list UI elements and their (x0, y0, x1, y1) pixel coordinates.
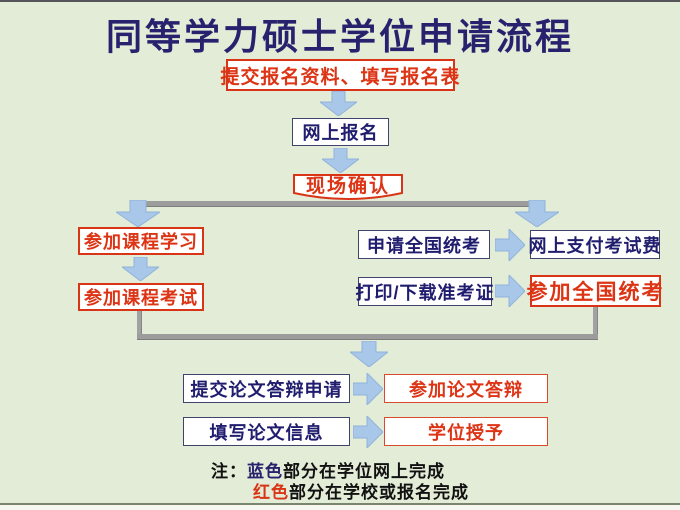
course-exam-label: 参加课程考试 (84, 288, 198, 308)
apply-national-exam-box: 申请全国统考 (358, 230, 490, 259)
onsite-confirmation-label: 现场确认 (305, 176, 390, 197)
merge-down-arrow-icon (348, 340, 390, 368)
legend-note: 注：蓝色部分在学位网上完成 红色部分在学校或报名完成 (211, 461, 469, 503)
submit-materials-label: 提交报名资料、填写报名表 (220, 66, 461, 88)
right-arrow-icon (494, 273, 526, 309)
online-registration-box: 网上报名 (292, 118, 389, 146)
page-title: 同等学力硕士学位申请流程 (105, 16, 574, 57)
take-national-exam-box: 参加全国统考 (527, 275, 663, 307)
right-arrow-icon (352, 371, 384, 407)
submit-materials-box: 提交报名资料、填写报名表 (221, 59, 460, 91)
pay-exam-fee-box: 网上支付考试费 (528, 230, 662, 259)
down-arrow-icon (318, 90, 359, 117)
right-arrow-icon (352, 414, 384, 450)
course-exam-box: 参加课程考试 (78, 283, 204, 311)
wavy-box-shape (293, 174, 403, 200)
red-label: 红色 (253, 483, 289, 502)
right-merge-line (593, 307, 598, 335)
submit-defense-application-box: 提交论文答辩申请 (183, 374, 350, 403)
split-left-down-arrow-icon (114, 199, 162, 228)
apply-national-exam-label: 申请全国统考 (367, 235, 481, 256)
degree-conferral-label: 学位授予 (428, 422, 504, 443)
split-right-down-arrow-icon (513, 199, 561, 228)
legend-line-red: 红色部分在学校或报名完成 (211, 482, 469, 503)
down-arrow-icon (120, 256, 161, 282)
fill-thesis-info-label: 填写论文信息 (209, 422, 324, 443)
degree-conferral-box: 学位授予 (384, 417, 548, 446)
attend-thesis-defense-box: 参加论文答辩 (384, 374, 548, 403)
down-arrow-icon (320, 147, 361, 174)
legend-line-blue: 注：蓝色部分在学位网上完成 (211, 461, 469, 482)
take-national-exam-label: 参加全国统考 (526, 281, 665, 304)
red-line-text: 部分在学校或报名完成 (289, 483, 469, 502)
fill-thesis-info-box: 填写论文信息 (183, 417, 350, 446)
split-connector-bar (138, 201, 538, 207)
course-study-label: 参加课程学习 (84, 232, 198, 252)
submit-defense-application-label: 提交论文答辩申请 (190, 379, 343, 400)
course-study-box: 参加课程学习 (78, 227, 204, 255)
merge-connector-bar (137, 334, 598, 340)
note-prefix: 注： (211, 462, 247, 481)
right-arrow-icon (494, 227, 526, 263)
blue-label: 蓝色 (247, 462, 283, 481)
print-admission-ticket-label: 打印/下载准考证 (355, 282, 495, 303)
left-merge-line (137, 311, 142, 335)
onsite-confirmation-box: 现场确认 (291, 173, 405, 207)
attend-thesis-defense-label: 参加论文答辩 (409, 379, 523, 400)
pay-exam-fee-label: 网上支付考试费 (528, 235, 662, 256)
online-registration-label: 网上报名 (302, 123, 379, 143)
print-admission-ticket-box: 打印/下载准考证 (355, 277, 495, 306)
blue-line-text: 部分在学位网上完成 (283, 462, 445, 481)
